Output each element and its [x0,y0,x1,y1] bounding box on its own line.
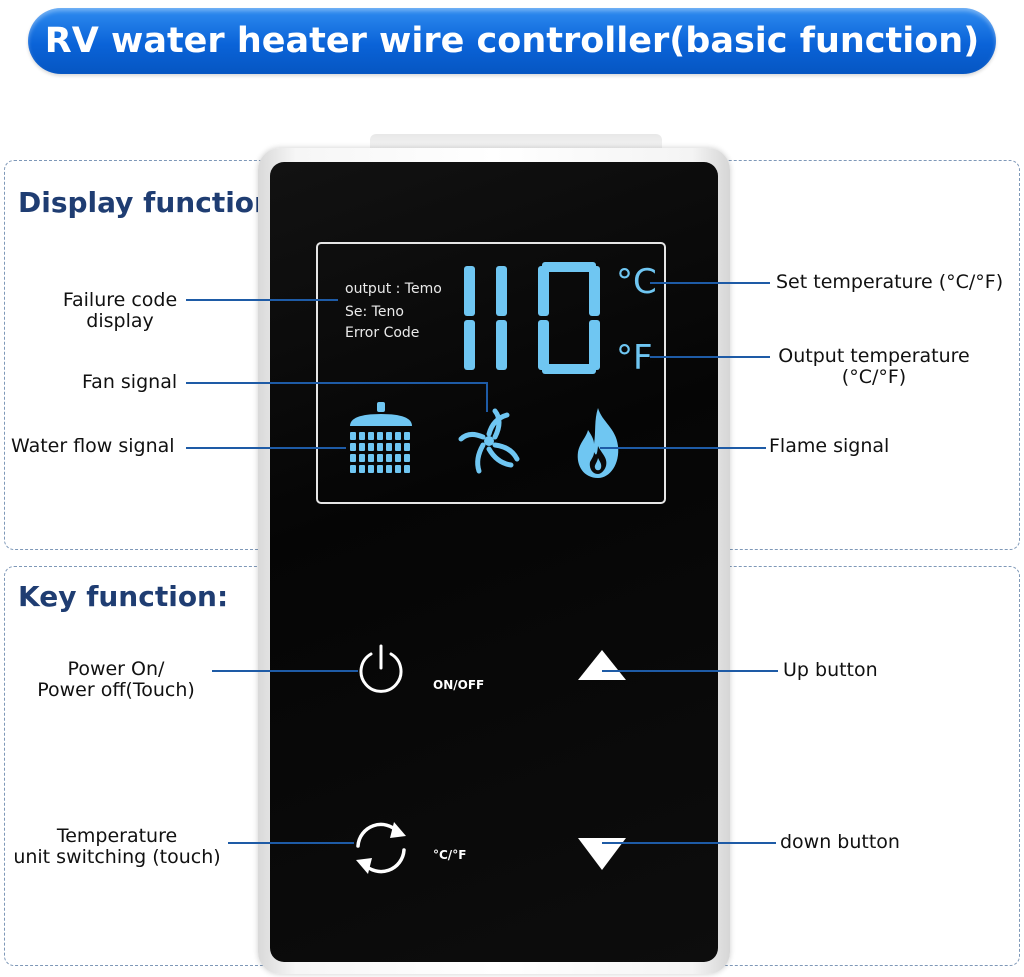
label-power-line1: Power On/ [67,658,165,680]
device-glass-panel [270,162,718,962]
leader-water-flow [186,447,346,449]
label-failure-code-line2: display [86,310,154,332]
leader-power [212,670,358,672]
power-button[interactable] [356,644,406,696]
key-function-heading: Key function: [18,580,229,613]
label-output-temperature-line2: (°C/°F) [841,366,907,388]
label-temp-unit-line1: Temperature [56,825,178,847]
water-flow-icon [350,402,412,473]
cf-key-label: °C/°F [433,848,467,862]
fahrenheit-unit: °F [616,338,653,378]
leader-failure-code [186,299,338,301]
leader-down-button [602,842,776,844]
down-button[interactable] [576,836,628,872]
label-failure-code-line1: Failure code [62,289,178,311]
label-flame-signal: Flame signal [769,435,890,457]
label-power: Power On/ Power off(Touch) [18,659,214,701]
label-up-button: Up button [783,659,878,681]
unit-switch-button[interactable] [348,816,414,880]
lcd-error-line: Error Code [345,325,420,341]
lcd-setting-line: Se: Teno [345,304,404,320]
label-temp-unit-line2: unit switching (touch) [13,846,221,868]
label-set-temperature: Set temperature (°C/°F) [776,271,1004,293]
lcd-display [316,242,666,504]
leader-up-button [602,670,778,672]
label-power-line2: Power off(Touch) [37,679,195,701]
leader-output-temperature [650,356,770,358]
label-output-temperature: Output temperature (°C/°F) [770,346,978,388]
label-water-flow-signal: Water flow signal [11,435,175,457]
leader-flame-signal [600,447,766,449]
label-temp-unit: Temperature unit switching (touch) [6,826,228,868]
label-fan-signal: Fan signal [82,371,178,393]
title-banner: RV water heater wire controller(basic fu… [28,8,996,74]
display-function-heading: Display function: [18,186,286,219]
leader-fan-signal-drop [486,382,488,412]
temperature-digits [464,262,600,374]
celsius-unit: °C [616,262,657,302]
page-title: RV water heater wire controller(basic fu… [44,21,980,61]
leader-fan-signal [186,382,488,384]
label-down-button: down button [780,831,900,853]
fan-icon [458,408,520,474]
label-failure-code: Failure code display [50,290,190,332]
leader-temp-unit [228,842,354,844]
label-output-temperature-line1: Output temperature [778,345,970,367]
up-button[interactable] [576,648,628,682]
leader-set-temperature [650,282,770,284]
lcd-output-line: output : Temo [345,281,442,297]
onoff-key-label: ON/OFF [433,678,485,692]
flame-icon [577,408,619,478]
